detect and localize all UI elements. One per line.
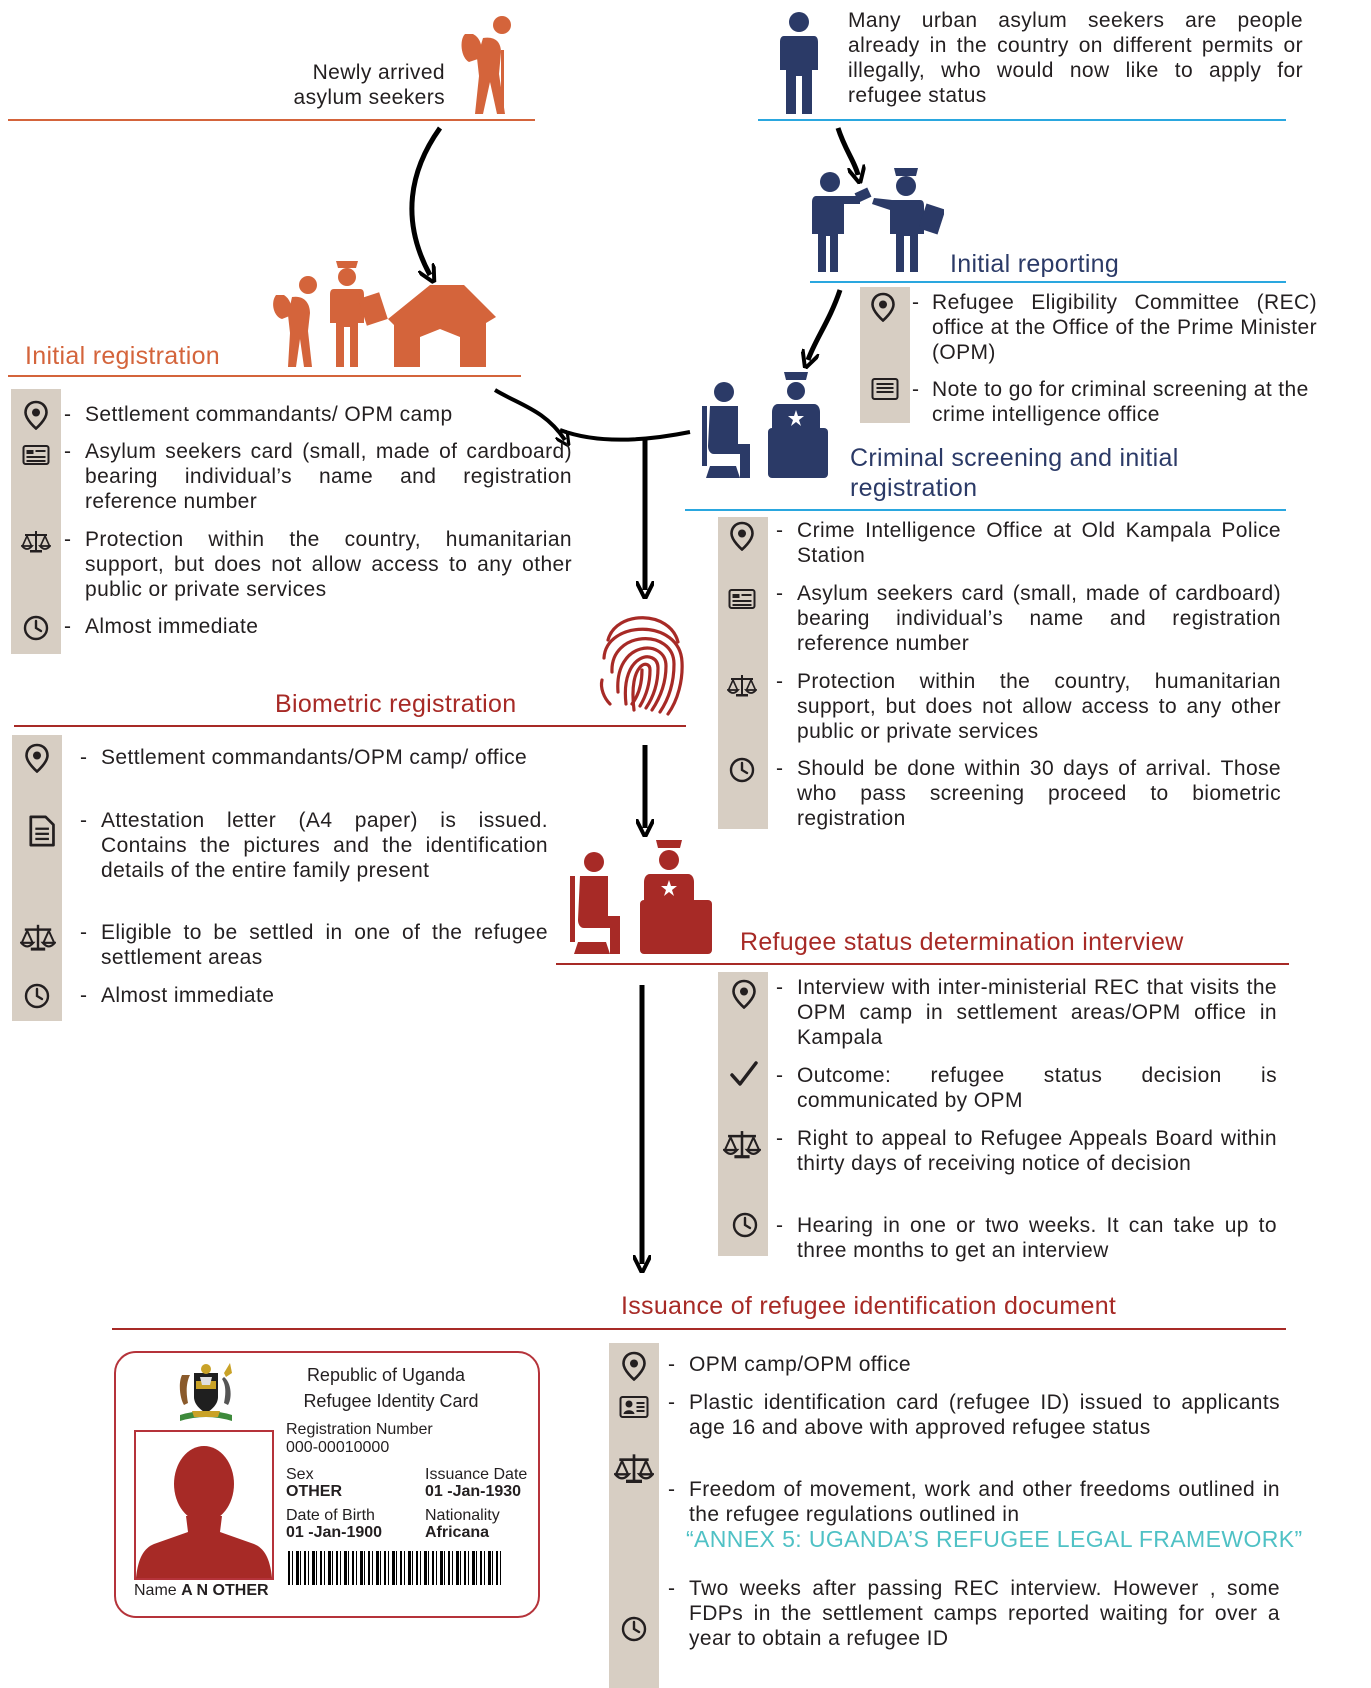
- checkmark-icon: [729, 1059, 759, 1089]
- initial-reporting-icon-bar: [860, 287, 910, 423]
- card-issue-label: Issuance Date: [425, 1466, 528, 1483]
- location-pin-icon: [619, 1351, 649, 1381]
- biometric-title: Biometric registration: [275, 690, 517, 718]
- issuance-rule: [112, 1328, 1286, 1330]
- annex-link[interactable]: “ANNEX 5: UGANDA’S REFUGEE LEGAL FRAMEWO…: [686, 1526, 1303, 1552]
- clock-icon: [21, 613, 51, 643]
- urban-person-icon: [780, 12, 818, 114]
- biometric-icon-bar: [12, 735, 62, 1021]
- criminal-screening-title: Criminal screening and initial registrat…: [850, 444, 1179, 502]
- clock-icon: [727, 755, 757, 785]
- rsd-icon-bar: [718, 972, 768, 1256]
- criminal-screening-icon-bar: [718, 517, 768, 829]
- id-card-icon: [727, 584, 757, 614]
- card-dob-label: Date of Birth: [286, 1507, 375, 1524]
- arrow-newly-to-registration: [409, 126, 443, 275]
- initial-registration-rule: [8, 375, 521, 377]
- card-issue-value: 01 -Jan-1930: [425, 1483, 522, 1500]
- id-card-icon: [616, 1392, 652, 1422]
- scales-icon: [723, 1126, 761, 1164]
- person-silhouette-icon: [136, 1446, 272, 1578]
- initial-reporting-rule: [810, 281, 1286, 283]
- interview-desk-icon: [570, 840, 712, 954]
- card-sex-label: Sex: [286, 1466, 314, 1483]
- asylum-seeker-walking-icon: [461, 16, 511, 114]
- location-pin-icon: [21, 400, 51, 430]
- coat-of-arms-icon: [179, 1363, 232, 1421]
- screening-desk-icon: [702, 372, 828, 478]
- scales-icon: [614, 1449, 654, 1489]
- card-sex-value: OTHER: [286, 1483, 342, 1500]
- issuance-title: Issuance of refugee identification docum…: [621, 1292, 1117, 1320]
- urban-asylum-text: Many urban asylum seekers are people alr…: [848, 9, 1303, 107]
- id-card-icon: [21, 440, 51, 470]
- card-nat-value: Africana: [425, 1524, 490, 1541]
- rsd-title: Refugee status determination interview: [740, 928, 1184, 956]
- card-nat-label: Nationality: [425, 1507, 500, 1524]
- card-name: Name A N OTHER: [134, 1582, 269, 1599]
- scales-icon: [20, 920, 56, 956]
- location-pin-icon: [727, 521, 757, 551]
- clock-icon: [730, 1210, 760, 1240]
- card-country: Republic of Uganda: [306, 1365, 466, 1385]
- initial-registration-icon-bar: [11, 389, 61, 654]
- arrow-urban-to-reporting: [835, 127, 858, 175]
- handover-icon: [812, 168, 944, 272]
- biometric-rule: [14, 725, 686, 727]
- card-title: Refugee Identity Card: [303, 1391, 479, 1411]
- arrow-registration-curve: [493, 388, 565, 440]
- refugee-id-card: Republic of Uganda Refugee Identity Card…: [114, 1351, 540, 1618]
- newly-arrived-rule: [8, 119, 535, 121]
- initial-registration-title: Initial registration: [25, 342, 220, 370]
- document-icon: [24, 812, 58, 850]
- arrow-reporting-to-screening: [808, 289, 843, 360]
- card-photo: [134, 1430, 274, 1580]
- registration-group-icon: [273, 261, 496, 367]
- barcode: [288, 1551, 502, 1585]
- card-reg-value: 000-00010000: [286, 1439, 390, 1456]
- initial-reporting-title: Initial reporting: [950, 250, 1120, 278]
- fingerprint-icon: [599, 616, 684, 716]
- location-pin-icon: [868, 292, 898, 322]
- rsd-rule: [556, 963, 1289, 965]
- location-pin-icon: [729, 979, 759, 1009]
- note-icon: [870, 374, 900, 404]
- card-reg-label: Registration Number: [286, 1421, 433, 1438]
- scales-icon: [21, 527, 51, 557]
- connector-merge: [559, 428, 691, 442]
- clock-icon: [22, 981, 52, 1011]
- scales-icon: [727, 671, 757, 701]
- card-dob-value: 01 -Jan-1900: [286, 1524, 383, 1541]
- clock-icon: [619, 1614, 649, 1644]
- issuance-icon-bar: [609, 1343, 659, 1688]
- criminal-screening-rule: [685, 509, 1286, 511]
- newly-arrived-label: Newly arrived asylum seekers: [293, 61, 445, 109]
- urban-rule: [758, 119, 1286, 121]
- location-pin-icon: [22, 743, 52, 773]
